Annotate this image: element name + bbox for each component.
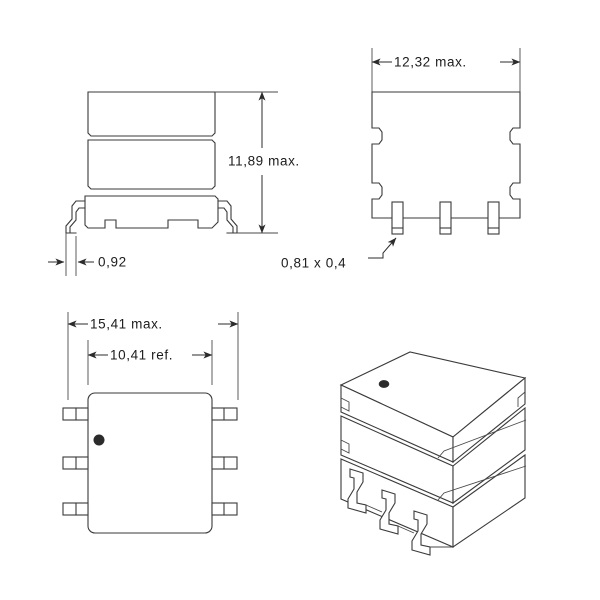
iso-notch-lower: [340, 439, 350, 454]
front-view-body-outline: [371, 91, 521, 219]
bottom-view-lead-right-2: [211, 456, 238, 470]
iso-base-scribe: [437, 465, 527, 501]
bottom-view-body-outline: [87, 392, 213, 534]
dimension-pin-cross-section: 0,81 x 0,4: [281, 237, 397, 271]
dimension-lead-width-label: 0,92: [98, 255, 127, 270]
iso-lead-3: [411, 510, 431, 556]
iso-middle-right-face: [452, 406, 526, 505]
dimension-width-max: 12,32 max.: [371, 48, 521, 92]
dimension-height-max: 11,89 max.: [228, 91, 300, 234]
dimension-body-length-ref-label: 10,41 ref.: [110, 348, 173, 363]
front-view-pin-3: [487, 201, 500, 235]
side-view-body-middle-section: [87, 139, 216, 190]
bottom-view-lead-left-2: [62, 456, 89, 470]
dimension-lead-width: 0,92: [48, 233, 127, 276]
front-view-pin-2: [439, 201, 452, 235]
iso-notch-upper: [340, 397, 350, 412]
bottom-view-lead-right-3: [211, 502, 238, 516]
iso-middle-scribe: [437, 419, 527, 459]
side-view-body-base-section: [84, 195, 219, 229]
iso-lead-2: [379, 489, 399, 535]
dimension-length-max: 15,41 max.: [67, 312, 239, 400]
polarity-dot-iso-view: [378, 380, 390, 388]
iso-lead-1: [347, 468, 367, 514]
side-view-body-top-section: [87, 91, 216, 137]
bottom-view-lead-right-1: [211, 407, 238, 421]
dimension-height-max-label: 11,89 max.: [228, 154, 300, 169]
polarity-dot-bottom-view: [93, 434, 105, 446]
front-view-pin-1: [391, 201, 404, 235]
bottom-view-lead-left-1: [62, 407, 89, 421]
side-view: 11,89 max. 0,92: [48, 91, 300, 276]
bottom-view: 15,41 max. 10,41 ref.: [62, 312, 239, 534]
dimension-length-max-label: 15,41 max.: [90, 317, 163, 332]
dimension-pin-cross-section-label: 0,81 x 0,4: [281, 256, 346, 271]
dimension-width-max-label: 12,32 max.: [394, 55, 467, 70]
isometric-view: [339, 351, 527, 556]
dimension-body-length-ref: 10,41 ref.: [87, 340, 213, 385]
iso-base-right-face: [452, 453, 526, 549]
iso-notch-right: [517, 391, 526, 407]
front-view: 12,32 max. 0,81 x 0,4: [281, 48, 521, 271]
iso-lead-base-edge-1: [365, 504, 383, 513]
side-view-lead-left: [65, 200, 86, 234]
side-view-lead-right: [217, 200, 238, 234]
bottom-view-lead-left-3: [62, 502, 89, 516]
iso-lead-base-edge-2: [397, 525, 415, 534]
